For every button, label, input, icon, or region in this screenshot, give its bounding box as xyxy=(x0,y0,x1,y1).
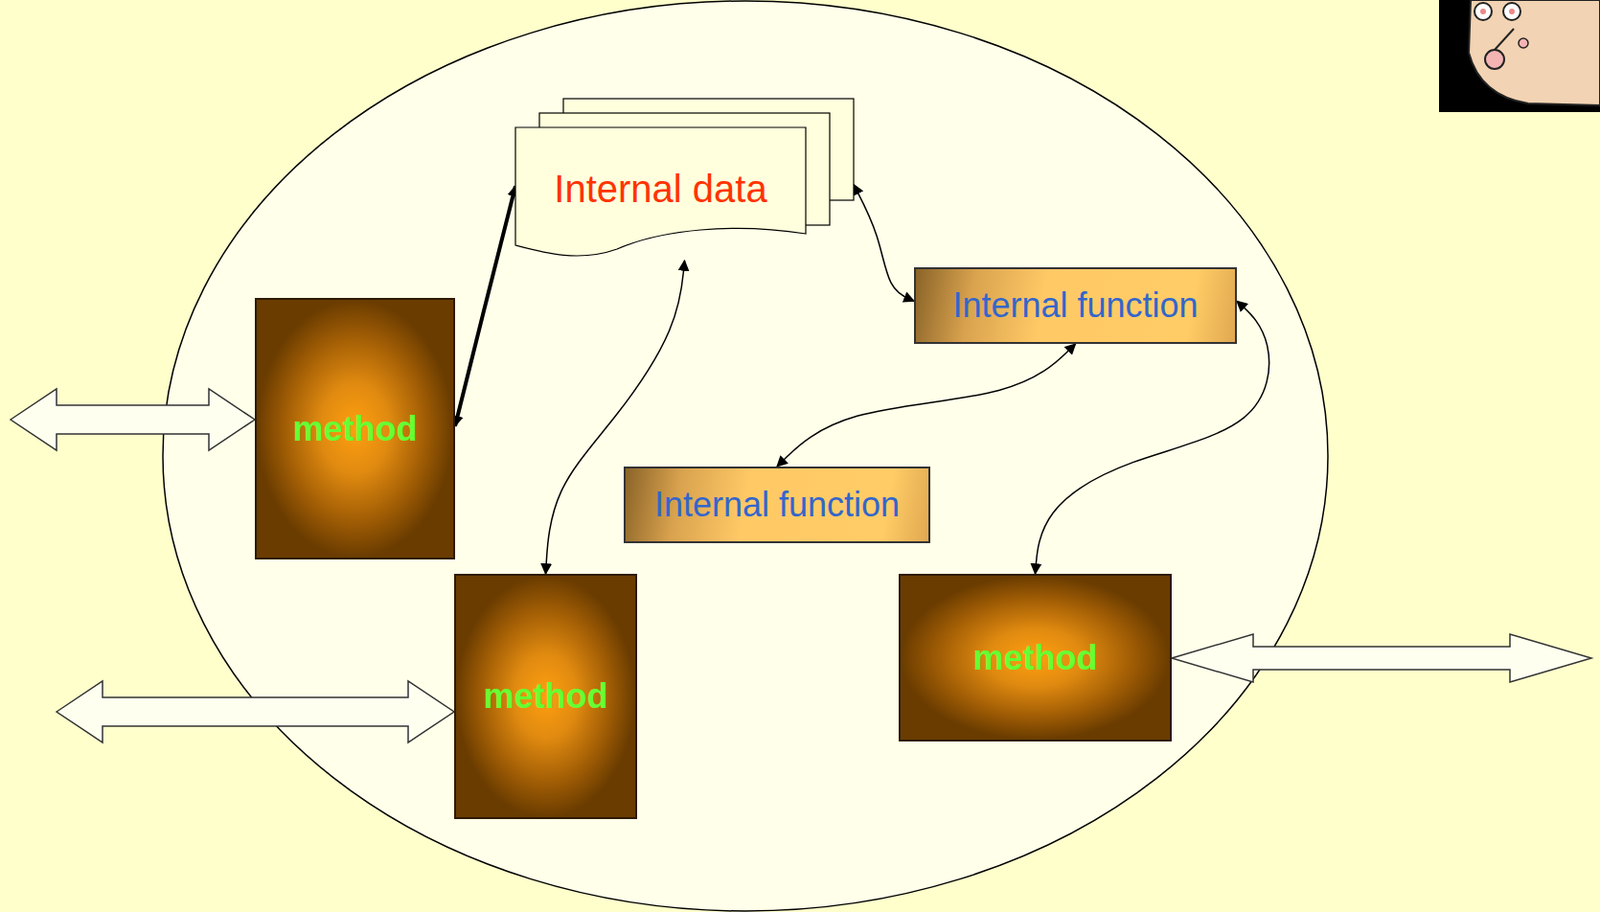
node-label: Internal function xyxy=(654,484,900,526)
interface-arrow xyxy=(1171,634,1592,683)
node-label: method xyxy=(483,676,609,717)
interface-arrow xyxy=(56,681,455,743)
node-label: method xyxy=(973,638,1098,679)
object-boundary xyxy=(162,0,1328,912)
node-label: Internal data xyxy=(553,167,767,211)
method-box: method xyxy=(254,297,456,560)
function-box: Internal function xyxy=(623,466,931,544)
connector-arrow xyxy=(455,185,516,427)
data-document-stack: Internal data xyxy=(515,98,854,261)
interface-arrow xyxy=(10,388,255,451)
method-box: method xyxy=(454,573,638,820)
node-label: Internal function xyxy=(952,285,1198,326)
connector-arrow xyxy=(853,184,915,302)
cartoon-corner xyxy=(1439,0,1600,113)
connector-arrow xyxy=(777,343,1076,467)
node-label: method xyxy=(293,409,418,450)
method-box: method xyxy=(898,573,1172,742)
function-box: Internal function xyxy=(914,267,1237,344)
